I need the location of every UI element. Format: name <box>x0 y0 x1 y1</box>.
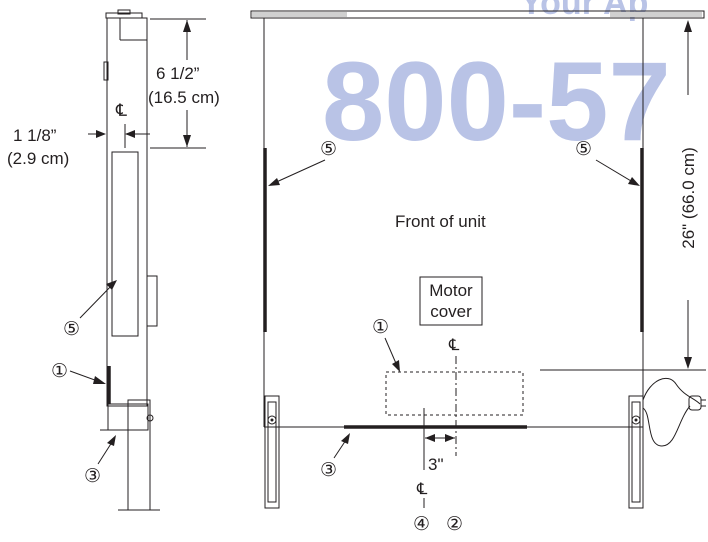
centerline-symbol-bottom: ℄ <box>416 481 428 498</box>
side-foot <box>127 399 151 511</box>
front-top-rail <box>250 10 705 19</box>
front-callout-right-5: ⑤ <box>575 139 592 160</box>
front-callout-motor-1: ① <box>372 317 389 338</box>
side-post <box>106 17 148 407</box>
front-left-leg <box>264 395 280 509</box>
motor-cover-line2: cover <box>430 302 472 321</box>
centerline-symbol-top: ℄ <box>448 337 460 354</box>
front-callout-centerline-4: ④ <box>413 514 430 535</box>
side-view: 6 1/2” (16.5 cm) ℄ 1 1/8” (2.9 cm) ⑤ ① ③ <box>7 9 220 511</box>
front-callout-centerline-2: ② <box>446 514 463 535</box>
side-centerline-symbol: ℄ <box>115 101 127 120</box>
offset-dim-label: 3" <box>428 455 444 474</box>
side-callout-1: ① <box>51 361 68 382</box>
side-callout-5: ⑤ <box>63 319 80 340</box>
side-bracket <box>146 275 158 327</box>
front-callout-left-5: ⑤ <box>320 139 337 160</box>
side-slot <box>111 151 139 337</box>
dim-horizontal-cm: (2.9 cm) <box>7 149 69 168</box>
watermark-phone-text: 800-57 <box>322 39 671 164</box>
front-callout-bottom-3: ③ <box>320 460 337 481</box>
height-dim-label: 26" (66.0 cm) <box>679 147 698 248</box>
side-top-knob <box>117 9 131 15</box>
motor-location-dashed-box <box>385 371 524 416</box>
motor-cover-box <box>419 276 483 326</box>
side-clip <box>103 61 109 81</box>
motor-cover-line1: Motor <box>429 281 473 300</box>
side-callout-3: ③ <box>84 466 101 487</box>
power-cord <box>642 378 701 405</box>
front-right-leg <box>628 395 644 509</box>
dim-horizontal-in: 1 1/8” <box>13 126 57 145</box>
front-of-unit-label: Front of unit <box>395 212 486 231</box>
front-view: Front of unit Motor cover ℄ ℄ 3" 26" (66… <box>250 10 706 535</box>
plug-icon <box>688 395 702 411</box>
dim-vertical-in: 6 1/2” <box>156 64 200 83</box>
dim-vertical-cm: (16.5 cm) <box>148 88 220 107</box>
